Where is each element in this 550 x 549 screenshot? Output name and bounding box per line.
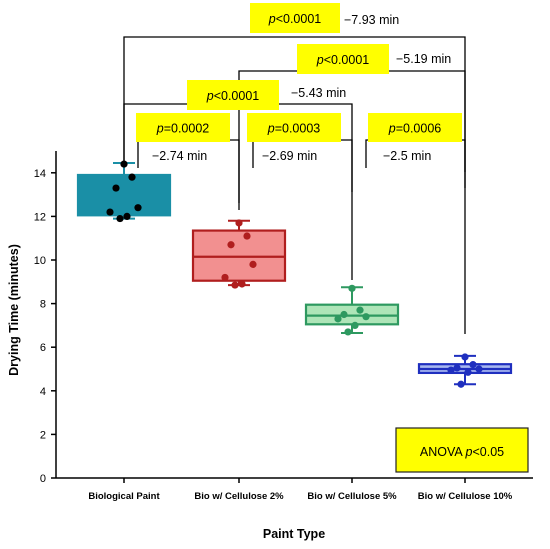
y-tick-label: 10 xyxy=(34,255,46,267)
difference-label: −5.43 min xyxy=(291,86,346,100)
data-point xyxy=(464,368,472,376)
comparison-6: p=0.0006 −2.5 min xyxy=(365,113,466,334)
data-point xyxy=(112,184,120,192)
anova-label: ANOVA p<0.05 xyxy=(420,445,504,459)
y-tick-label: 6 xyxy=(40,342,46,354)
p-value-highlight xyxy=(297,44,389,74)
difference-label: −7.93 min xyxy=(344,13,399,27)
p-value-label: p=0.0006 xyxy=(388,122,442,136)
comparison-4: p=0.0002 −2.74 min xyxy=(136,113,240,203)
y-tick-label: 12 xyxy=(34,211,46,223)
comparison-2: p<0.0001 −5.19 min xyxy=(238,44,466,210)
y-tick-label: 4 xyxy=(40,386,46,398)
p-value-label: p<0.0001 xyxy=(268,12,322,26)
data-point xyxy=(356,306,364,314)
data-point xyxy=(128,173,136,181)
data-point xyxy=(116,214,124,223)
difference-label: −5.19 min xyxy=(396,52,451,66)
y-tick-label: 0 xyxy=(40,473,46,485)
comparison-5: p=0.0003 −2.69 min xyxy=(247,113,353,280)
p-value-highlight xyxy=(368,113,462,142)
data-point xyxy=(344,328,352,336)
data-point xyxy=(453,364,461,372)
y-axis-title: Drying Time (minutes) xyxy=(7,244,21,376)
anova-annotation: ANOVA p<0.05 xyxy=(395,427,529,473)
difference-label: −2.74 min xyxy=(152,149,207,163)
p-value-highlight xyxy=(187,80,279,110)
data-point xyxy=(120,160,128,168)
data-point xyxy=(123,212,131,220)
box-2 xyxy=(191,219,287,289)
data-point xyxy=(334,315,342,323)
p-value-label: p<0.0001 xyxy=(206,89,260,103)
data-point xyxy=(238,280,246,288)
y-tick-label: 14 xyxy=(34,168,46,180)
p-value-highlight xyxy=(247,113,341,142)
data-point xyxy=(351,321,359,329)
box-1 xyxy=(76,160,172,223)
data-point xyxy=(469,361,477,369)
difference-label: −2.5 min xyxy=(383,149,431,163)
data-point xyxy=(461,353,469,361)
data-point xyxy=(221,273,229,282)
box-4 xyxy=(417,353,513,388)
x-tick-label: Bio w/ Cellulose 5% xyxy=(307,491,397,502)
data-point xyxy=(348,284,356,292)
difference-label: −2.69 min xyxy=(262,149,317,163)
x-axis-title: Paint Type xyxy=(263,527,325,541)
comparison-3: p<0.0001 −5.43 min xyxy=(123,80,353,192)
data-point xyxy=(227,241,235,249)
box-3 xyxy=(304,284,400,336)
p-value-label: p=0.0003 xyxy=(267,122,321,136)
y-tick-label: 8 xyxy=(40,299,46,311)
comparison-1: p<0.0001 −7.93 min xyxy=(123,3,466,172)
p-value-highlight xyxy=(250,3,340,33)
x-tick-label: Biological Paint xyxy=(88,491,160,502)
x-tick-label: Bio w/ Cellulose 10% xyxy=(418,491,513,502)
p-value-label: p<0.0001 xyxy=(316,53,370,67)
data-point xyxy=(457,380,465,388)
data-point xyxy=(134,204,142,212)
x-axis: Biological Paint Bio w/ Cellulose 2% Bio w… xyxy=(56,477,533,502)
data-point xyxy=(362,313,370,321)
data-point xyxy=(249,260,257,268)
p-value-label: p=0.0002 xyxy=(156,122,210,136)
anova-box xyxy=(395,427,529,473)
y-tick-label: 2 xyxy=(40,429,46,441)
data-point xyxy=(231,281,239,289)
data-point xyxy=(475,365,483,373)
box-plots xyxy=(76,160,513,388)
x-tick-label: Bio w/ Cellulose 2% xyxy=(194,491,284,502)
data-point xyxy=(243,232,251,240)
y-axis: 0 2 4 6 8 10 12 14 xyxy=(34,151,57,485)
data-point xyxy=(106,208,114,216)
data-point xyxy=(447,366,455,374)
iqr-box xyxy=(76,173,172,217)
data-point xyxy=(340,310,348,319)
data-point xyxy=(235,219,243,227)
p-value-highlight xyxy=(136,113,230,142)
